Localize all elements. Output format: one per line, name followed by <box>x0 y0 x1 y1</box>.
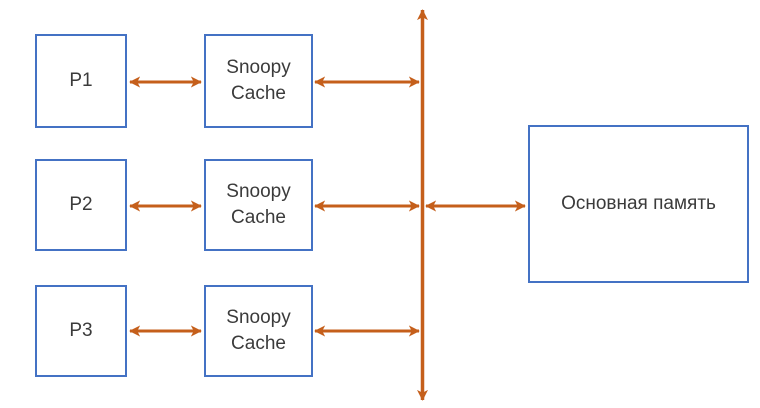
node-main-memory: Основная память <box>528 125 749 283</box>
node-snoopy-cache-3: Snoopy Cache <box>204 285 313 377</box>
node-processor-p1: P1 <box>35 34 127 128</box>
node-processor-p3: P3 <box>35 285 127 377</box>
node-snoopy-cache-2: Snoopy Cache <box>204 159 313 251</box>
node-processor-p2: P2 <box>35 159 127 251</box>
node-snoopy-cache-1: Snoopy Cache <box>204 34 313 128</box>
